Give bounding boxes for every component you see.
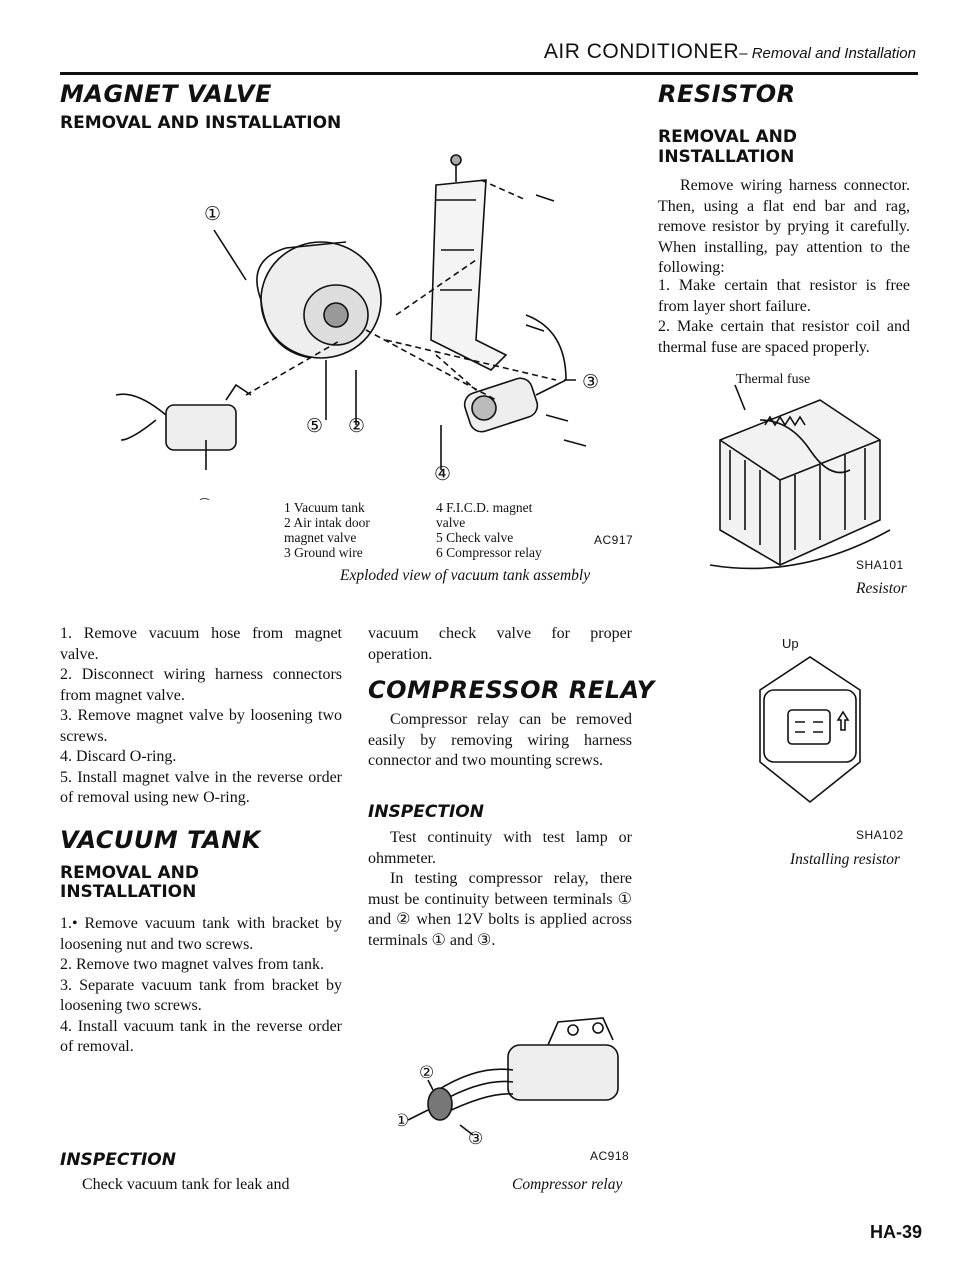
header-section: AIR CONDITIONER (543, 40, 740, 63)
continuation-text: vacuum check valve for proper operation. (368, 625, 632, 663)
magnet-valve-title: MAGNET VALVE (60, 80, 272, 108)
vacuum-inspection-title: INSPECTION (60, 1150, 176, 1170)
resistor-subtitle-line1: REMOVAL AND (658, 127, 798, 147)
figure-caption: Exploded view of vacuum tank assembly (340, 567, 591, 584)
vacuum-inspection-text: Check vacuum tank for leak and (82, 1176, 290, 1193)
page-number: HA-39 (870, 1222, 923, 1242)
resistor-intro: Remove wiring harness connector. Then, u… (658, 177, 910, 276)
installing-resistor-figure (750, 652, 870, 812)
resistor-figure (700, 380, 900, 580)
relay-figure-caption: Compressor relay (512, 1176, 623, 1193)
legend-item: 1 Vacuum tank (284, 500, 365, 515)
fig-label-3: ③ (582, 371, 599, 393)
figure-code: AC917 (594, 533, 634, 547)
step-1: 1. Remove vacuum hose from magnet valve. (60, 625, 342, 663)
running-header: AIR CONDITIONER– Removal and Installatio… (544, 40, 916, 64)
step-3: 3. Remove magnet valve by loosening two … (60, 707, 342, 745)
legend-item: 5 Check valve (436, 530, 514, 545)
relay-inspection-body: Test continuity with test lamp or ohmmet… (368, 828, 632, 951)
exploded-view-figure: ① ② ③ ④ ⑤ ⑥ (96, 140, 636, 500)
magnet-valve-subtitle: REMOVAL AND INSTALLATION (60, 113, 342, 133)
magnet-valve-steps: 1. Remove vacuum hose from magnet valve.… (60, 624, 342, 809)
legend-item: 6 Compressor relay (436, 545, 542, 560)
resistor-figure-code: SHA101 (856, 558, 904, 572)
resistor-title: RESISTOR (658, 80, 796, 108)
resistor-item-1: 1. Make certain that resistor is free fr… (658, 277, 910, 315)
legend-col1: 1 Vacuum tank 2 Air intak door magnet va… (284, 500, 414, 560)
legend-item: 4 F.I.C.D. magnet (436, 500, 533, 515)
fig-label-6: ⑥ (196, 495, 213, 500)
resistor-item-2: 2. Make certain that resistor coil and t… (658, 318, 910, 356)
step-3: 3. Separate vacuum tank from bracket by … (60, 976, 342, 1015)
vacuum-tank-title: VACUUM TANK (60, 826, 261, 854)
legend-item: valve (436, 515, 466, 530)
resistor-items: 1. Make certain that resistor is free fr… (658, 276, 910, 358)
step-1: 1.• Remove vacuum tank with bracket by l… (60, 915, 342, 953)
up-label: Up (782, 636, 799, 651)
step-4: 4. Install vacuum tank in the reverse or… (60, 1017, 342, 1056)
step-5: 5. Install magnet valve in the reverse o… (60, 768, 342, 807)
step-4: 4. Discard O-ring. (60, 748, 177, 765)
vacuum-tank-steps: 1.• Remove vacuum tank with bracket by l… (60, 914, 342, 1058)
header-rule (60, 72, 918, 75)
compressor-relay-drawing: ② ① ③ (398, 1017, 619, 1145)
relay-label-1: ① (398, 1111, 409, 1131)
fig-label-5: ⑤ (306, 415, 323, 437)
fig-label-1: ① (204, 203, 221, 225)
resistor-subtitle-line2: INSTALLATION (658, 147, 795, 167)
compressor-relay-figure: ② ① ③ (398, 1010, 638, 1145)
step-2: 2. Remove two magnet valves from tank. (60, 956, 324, 973)
thermal-fuse-label: Thermal fuse (736, 372, 811, 387)
relay-inspection-title: INSPECTION (368, 802, 484, 822)
header-subtitle: – Removal and Installation (739, 45, 916, 62)
legend-item: 3 Ground wire (284, 545, 363, 560)
exploded-view-drawing: ① ② ③ ④ ⑤ ⑥ (115, 154, 599, 500)
relay-label-2: ② (419, 1063, 434, 1083)
resistor-figure-caption: Resistor (856, 580, 907, 597)
relay-figure-code: AC918 (590, 1149, 630, 1163)
installing-resistor-drawing (759, 656, 861, 804)
step-2: 2. Disconnect wiring harness connectors … (60, 666, 342, 704)
vacuum-tank-subtitle-line2: INSTALLATION (60, 882, 197, 902)
relay-inspection-p2: In testing compressor relay, there must … (368, 870, 632, 949)
compressor-relay-title: COMPRESSOR RELAY (368, 676, 655, 704)
fig-label-4: ④ (434, 463, 451, 485)
legend-item: magnet valve (284, 530, 357, 545)
resistor-drawing (709, 384, 891, 570)
compressor-relay-text: Compressor relay can be removed easily b… (368, 711, 632, 769)
vacuum-tank-subtitle-line1: REMOVAL AND (60, 863, 200, 883)
installing-figure-code: SHA102 (856, 828, 904, 842)
relay-inspection-p1: Test continuity with test lamp or ohmmet… (368, 829, 632, 867)
installing-figure-caption: Installing resistor (790, 851, 901, 868)
relay-label-3: ③ (468, 1129, 483, 1145)
fig-label-2: ② (348, 415, 365, 437)
legend-col2: 4 F.I.C.D. magnet valve 5 Check valve 6 … (436, 500, 576, 560)
legend-item: 2 Air intak door (284, 515, 370, 530)
